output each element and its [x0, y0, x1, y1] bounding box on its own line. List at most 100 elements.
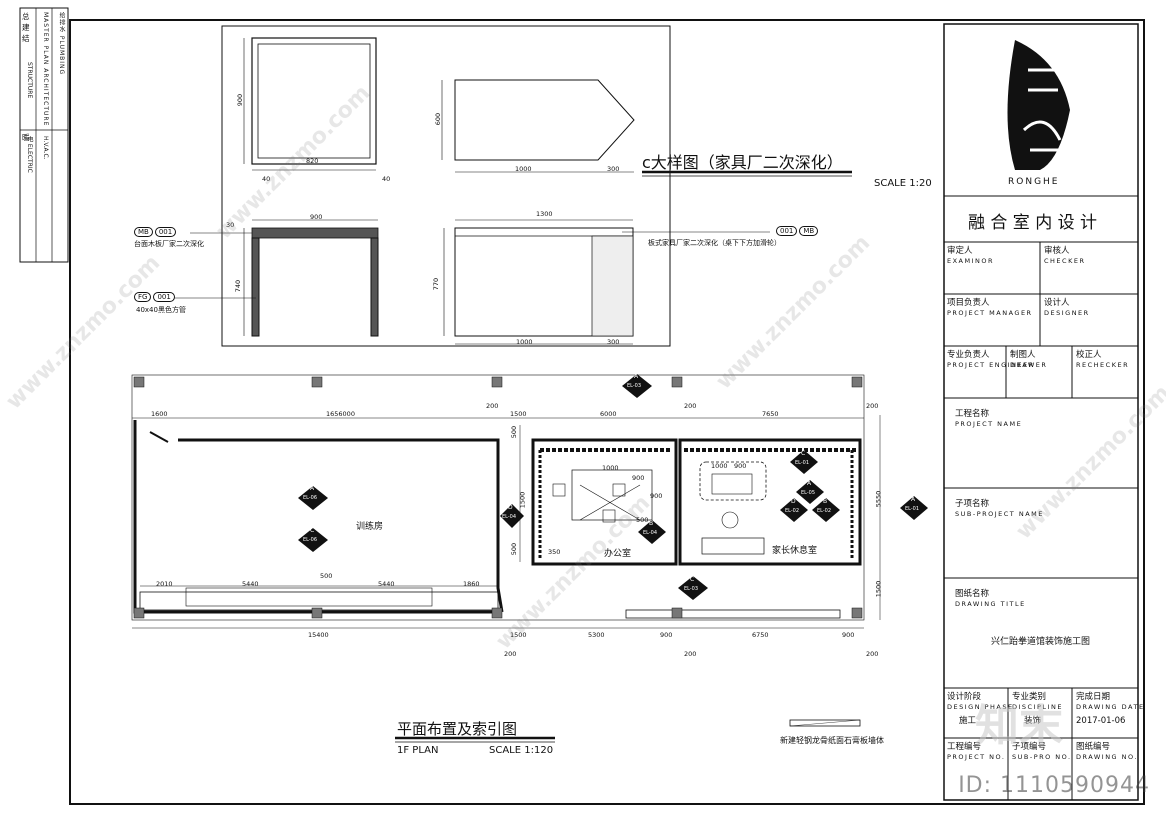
dim-top-6: 7650: [762, 410, 779, 418]
furn-dim-1: 900: [734, 462, 747, 470]
elev-tag-16: B: [823, 498, 828, 505]
strip-col-1: 总建结 暖: [22, 12, 30, 142]
dim-desk-w2: 1000: [516, 338, 533, 346]
detail-title: c大样图（家具厂二次深化）: [642, 153, 843, 172]
dim-inner-6: 200: [684, 650, 697, 658]
dim-bottom-2: 5300: [588, 631, 605, 639]
discipline-strip: [19, 7, 69, 263]
dim-inner-1: 5440: [242, 580, 259, 588]
tb-drawing-title-value: 兴仁跆拳道馆装饰施工图: [991, 637, 1091, 647]
table-elevation: [243, 219, 379, 337]
elev-tag-10: C: [801, 450, 806, 457]
dim-cab-w: 820: [306, 157, 319, 165]
furn-dim-0: 1000: [711, 462, 728, 470]
dim-desk-w: 1300: [536, 210, 553, 218]
elev-tag-2: A: [310, 485, 315, 492]
dim-cab-h: 900: [236, 93, 245, 107]
floor-plan: [131, 374, 881, 629]
callout-fg-text: 40x40黑色方管: [136, 306, 186, 314]
dim-left-2: 500: [510, 542, 519, 556]
dim-inner-3: 5440: [378, 580, 395, 588]
elev-tag-9: EL-04: [643, 530, 658, 536]
elev-tag-15: EL-02: [785, 508, 800, 514]
elev-tag-8: B: [649, 520, 654, 527]
ronghe-logo-icon: [1007, 40, 1070, 170]
dim-inner-4: 1860: [463, 580, 480, 588]
elev-tag-20: C: [690, 576, 695, 583]
dim-inner-7: 200: [866, 650, 879, 658]
plan-title: 平面布置及索引图: [397, 720, 518, 738]
dim-bottom-3: 900: [660, 631, 673, 639]
callout-mb-left-text: 台面木板厂家二次深化: [134, 240, 204, 248]
elev-tag-5: EL-06: [303, 537, 318, 543]
dim-bottom-1: 1500: [510, 631, 527, 639]
dim-inner-0: 2010: [156, 580, 173, 588]
legend-swatch: [789, 719, 861, 727]
dim-right-0: 5550: [874, 490, 883, 508]
dim-bottom-0: 15400: [308, 631, 329, 639]
dim-tbl-w: 900: [310, 213, 323, 221]
dim-bottom-5: 900: [842, 631, 855, 639]
dim-left-0: 500: [510, 425, 519, 439]
elevation-markers: [298, 374, 928, 600]
strip-en-3: 电 ELECTRIC: [26, 136, 33, 173]
desk-elevation: [443, 219, 634, 345]
elev-tag-11: EL-01: [795, 460, 810, 466]
elev-tag-14: D: [791, 498, 796, 505]
elev-tag-17: EL-02: [817, 508, 832, 514]
elev-tag-18: A: [911, 496, 916, 503]
dim-arrow-tip: 300: [607, 165, 620, 173]
brand-name: RONGHE: [1008, 177, 1060, 187]
dim-desk-h: 770: [432, 277, 441, 291]
elev-tag-7: EL-04: [502, 514, 517, 520]
dim-cab-leg: 40: [262, 175, 271, 183]
room-training: 训练房: [356, 522, 384, 532]
dim-left-1: 1500: [518, 491, 527, 509]
dim-tbl-h: 740: [234, 279, 243, 293]
plan-scale: SCALE 1:120: [489, 745, 554, 756]
elev-tag-6: D: [508, 504, 513, 511]
plan-columns: [133, 376, 863, 619]
dim-cab-leg2: 40: [382, 175, 391, 183]
dim-top-5: 200: [684, 402, 697, 410]
furn-dim-4: 500: [636, 516, 649, 524]
dim-right-1: 1500: [874, 580, 883, 598]
elev-tag-12: A: [807, 480, 812, 487]
elev-tag-4: C: [310, 527, 315, 534]
dim-top-4: 6000: [600, 410, 617, 418]
dim-top-1: 1656000: [326, 410, 355, 418]
dim-arrow-h: 600: [434, 112, 443, 126]
legend-text: 新建轻钢龙骨纸面石膏板墙体: [780, 736, 884, 745]
elev-tag-1: EL-03: [627, 383, 642, 389]
sheet-border: [69, 19, 1145, 805]
dim-left-3: 350: [548, 548, 561, 556]
dim-bottom-4: 6750: [752, 631, 769, 639]
furn-dim-5: 1000: [602, 464, 619, 472]
dim-top-2: 200: [486, 402, 499, 410]
dim-inner-5: 200: [504, 650, 517, 658]
cabinet-elevation: [243, 37, 377, 171]
elev-tag-0: A: [634, 373, 639, 380]
callout-mb-right-text: 板式家具厂家二次深化（桌下下方加滑轮）: [648, 239, 781, 247]
elev-tag-21: EL-03: [684, 586, 699, 592]
strip-en-4: H.V.A.C.: [42, 136, 49, 160]
watermark-id: ID: 1110590944: [958, 773, 1150, 798]
strip-en-1: MASTER PLAN ARCHITECTURE: [42, 12, 49, 127]
